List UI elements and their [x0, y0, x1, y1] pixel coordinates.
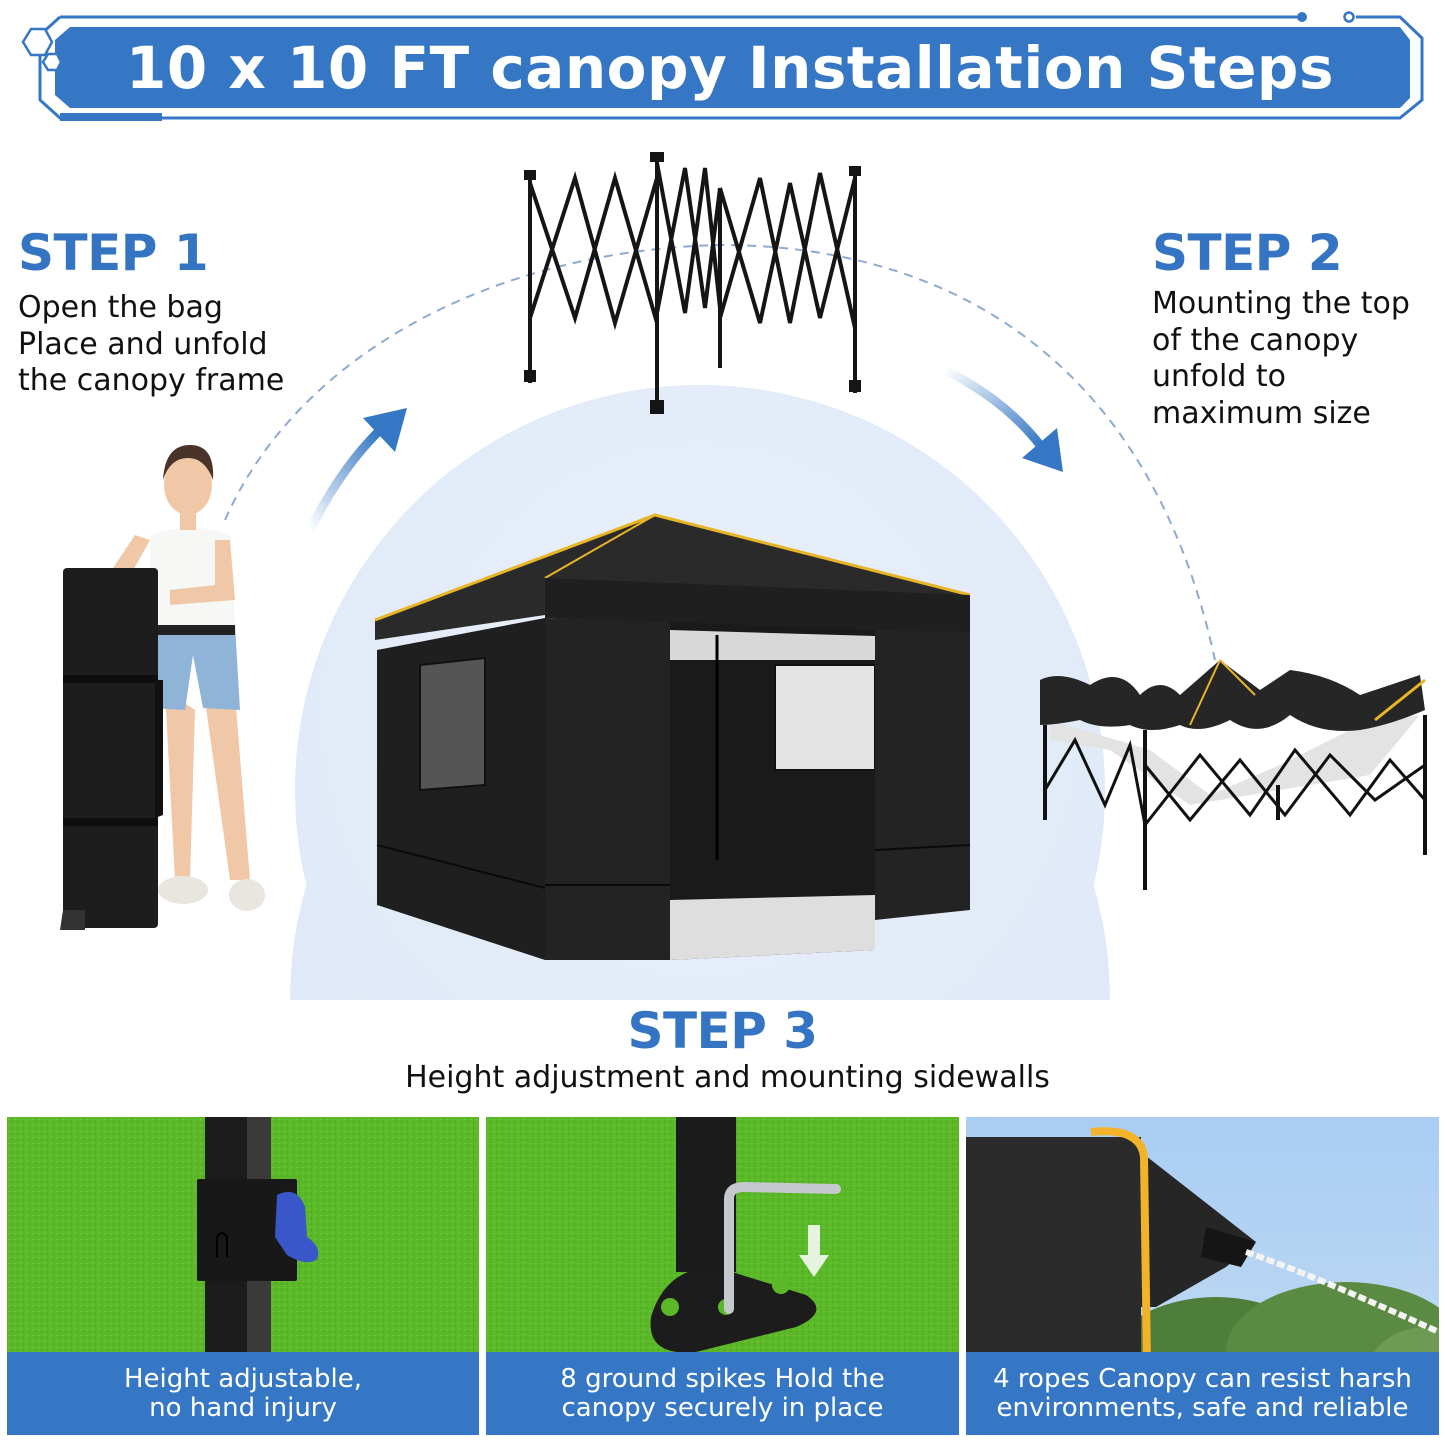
blue-button-icon [275, 1191, 319, 1263]
caption-line: canopy securely in place [561, 1392, 884, 1423]
hexagon-icon [21, 27, 54, 57]
step2-description: Mounting the top of the canopy unfold to… [1152, 286, 1410, 432]
unfolded-canopy-image [1040, 659, 1427, 890]
arrow-down-icon [799, 1225, 829, 1277]
caption-line: 8 ground spikes Hold the [560, 1363, 885, 1394]
panel-height-adjust: Height adjustable, no hand injury [7, 1117, 479, 1435]
dot-filled-icon [1297, 12, 1307, 22]
step3-heading: STEP 3 [627, 1002, 818, 1060]
step1-heading: STEP 1 [18, 224, 209, 282]
step2-line: of the canopy [1152, 322, 1359, 358]
panel-caption: Height adjustable, no hand injury [7, 1352, 479, 1435]
arrow-down-right-icon [942, 365, 1063, 472]
step2-heading: STEP 2 [1152, 224, 1343, 282]
step1-description: Open the bag Place and unfold the canopy… [18, 290, 284, 400]
caption-line: no hand injury [149, 1392, 337, 1423]
caption-line: 4 ropes Canopy can resist harsh [993, 1363, 1412, 1394]
folded-frame-image [524, 152, 861, 414]
step2-line: unfold to [1152, 359, 1286, 394]
page-title: 10 x 10 FT canopy Installation Steps [126, 34, 1334, 102]
step2-line: maximum size [1152, 395, 1371, 431]
arrow-up-right-icon [305, 408, 407, 533]
step1-line: Open the bag [18, 290, 223, 325]
woman-with-bag-image [60, 445, 265, 930]
caption-line: Height adjustable, [123, 1363, 362, 1394]
assembled-canopy-image [374, 513, 971, 960]
panel-ground-spikes: 8 ground spikes Hold the canopy securely… [486, 1117, 959, 1435]
caption-line: environments, safe and reliable [996, 1392, 1409, 1423]
step2-line: Mounting the top [1152, 286, 1410, 321]
panel-caption: 8 ground spikes Hold the canopy securely… [486, 1352, 959, 1435]
dot-outline-icon [1343, 11, 1355, 23]
panel-ropes: 4 ropes Canopy can resist harsh environm… [966, 1117, 1439, 1435]
step3-subtitle: Height adjustment and mounting sidewalls [405, 1060, 1050, 1095]
panel-caption: 4 ropes Canopy can resist harsh environm… [966, 1352, 1439, 1435]
header-frame-decoration [21, 11, 1424, 121]
hexagon-icon [41, 52, 63, 72]
step1-line: Place and unfold [18, 326, 268, 362]
step1-line: the canopy frame [18, 363, 285, 398]
rope-icon [1245, 1249, 1439, 1335]
